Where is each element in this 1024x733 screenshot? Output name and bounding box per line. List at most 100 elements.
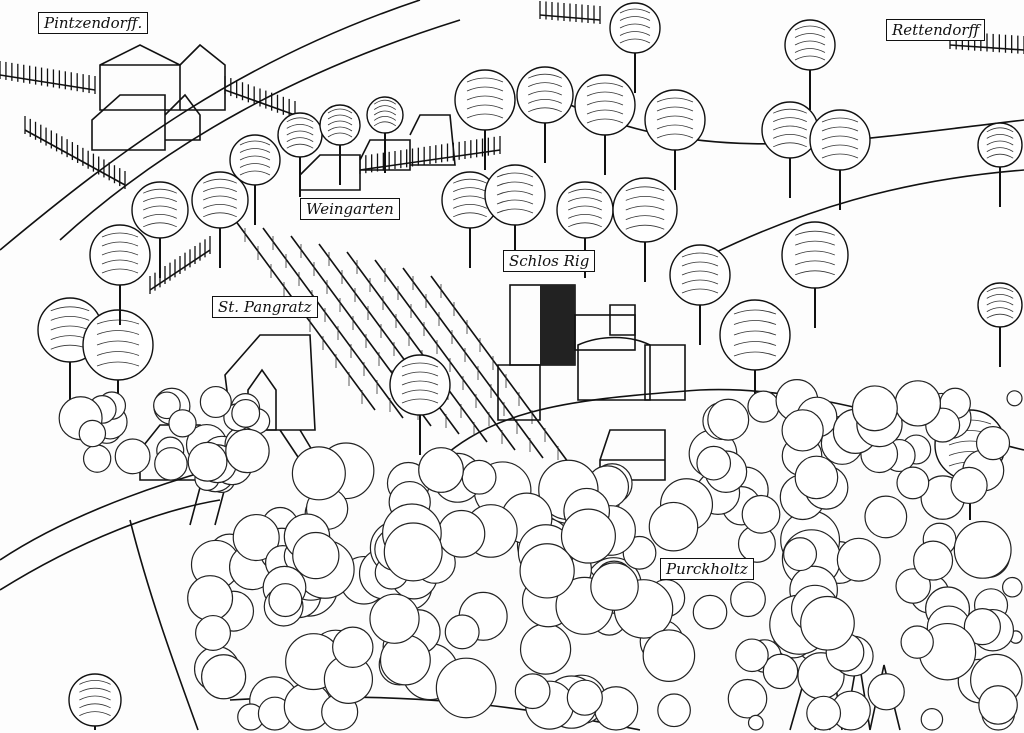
- bush: [781, 409, 824, 452]
- bush: [444, 614, 480, 650]
- bush: [437, 509, 486, 558]
- tree-crown: [574, 74, 636, 136]
- label-st-pangratz: St. Pangratz: [212, 296, 318, 318]
- tree-crown: [669, 244, 731, 306]
- bush: [418, 447, 464, 493]
- bush: [806, 695, 842, 731]
- tree-crown: [454, 69, 516, 131]
- bush: [963, 608, 1001, 646]
- bush: [187, 575, 234, 622]
- bush: [692, 594, 728, 630]
- bush: [590, 562, 639, 611]
- tree-crown: [82, 309, 154, 381]
- tree-crown: [784, 19, 836, 71]
- bush: [762, 653, 799, 690]
- bush: [560, 508, 616, 564]
- tree-crown: [609, 2, 661, 54]
- bush: [794, 455, 839, 500]
- bush: [747, 714, 764, 731]
- tree-crown: [319, 104, 361, 146]
- bush: [114, 438, 151, 475]
- road: [59, 19, 461, 241]
- castle-schlos: [497, 284, 686, 421]
- bush: [1001, 576, 1023, 598]
- bush: [435, 657, 497, 719]
- label-pintzendorff: Pintzendorff.: [38, 12, 149, 34]
- bush: [199, 385, 232, 419]
- bush: [195, 614, 232, 651]
- bush: [648, 501, 699, 552]
- bush: [800, 595, 855, 651]
- label-weingarten: Weingarten: [300, 198, 400, 220]
- bush: [232, 513, 280, 562]
- bush: [851, 385, 898, 432]
- bush: [514, 673, 551, 710]
- bush: [730, 581, 766, 618]
- tree-crown: [719, 299, 791, 371]
- tree-crown: [516, 66, 574, 124]
- bush: [461, 459, 497, 495]
- bush: [741, 494, 781, 534]
- bush: [900, 625, 934, 659]
- bush: [1006, 390, 1023, 407]
- tree-crown: [781, 221, 849, 289]
- bush: [707, 398, 750, 441]
- bush: [332, 626, 374, 669]
- bush: [953, 520, 1012, 579]
- bush: [642, 629, 696, 682]
- bush: [867, 673, 905, 711]
- tree-crown: [484, 164, 546, 226]
- bush: [292, 531, 340, 580]
- bush: [657, 693, 691, 728]
- bush: [896, 466, 930, 500]
- road: [129, 519, 199, 731]
- tree-crown: [131, 181, 189, 239]
- bush: [895, 568, 932, 604]
- tree-crown: [977, 282, 1023, 328]
- label-rettendorff: Rettendorff: [886, 19, 986, 41]
- bush: [187, 441, 228, 482]
- bush: [225, 428, 270, 474]
- tree-crown: [977, 122, 1023, 168]
- bush: [913, 540, 954, 581]
- bush: [894, 380, 941, 427]
- bush: [519, 623, 572, 675]
- bush: [82, 444, 112, 473]
- label-purckholtz: Purckholtz: [660, 558, 754, 580]
- bush: [566, 679, 603, 716]
- tree-crown: [191, 171, 249, 229]
- bush: [268, 583, 303, 618]
- bush: [836, 537, 881, 582]
- bush: [369, 593, 420, 644]
- bush: [153, 391, 181, 420]
- tree-crown: [556, 181, 614, 239]
- road: [0, 499, 221, 591]
- bush: [291, 446, 346, 501]
- tree-crown: [68, 673, 122, 727]
- label-schloss: Schlos Rig: [503, 250, 596, 272]
- bush: [78, 419, 107, 448]
- bush: [783, 537, 818, 572]
- bush: [201, 654, 247, 700]
- bush: [864, 495, 908, 539]
- bush: [383, 522, 443, 582]
- road: [0, 469, 211, 561]
- bush: [696, 445, 732, 481]
- vineyard-rows: [234, 219, 572, 467]
- tree-crown: [277, 112, 323, 158]
- tree-crown: [89, 224, 151, 286]
- tree-crown: [761, 101, 819, 159]
- road: [699, 169, 1024, 261]
- bush: [168, 409, 197, 438]
- bush: [727, 678, 768, 719]
- tree-crown: [366, 96, 404, 134]
- tree-crown: [389, 354, 451, 416]
- bush: [154, 447, 188, 481]
- bush: [950, 466, 988, 505]
- bush: [231, 398, 261, 428]
- forest-bushes: [58, 379, 1023, 731]
- bush: [920, 708, 944, 731]
- bush: [978, 685, 1018, 725]
